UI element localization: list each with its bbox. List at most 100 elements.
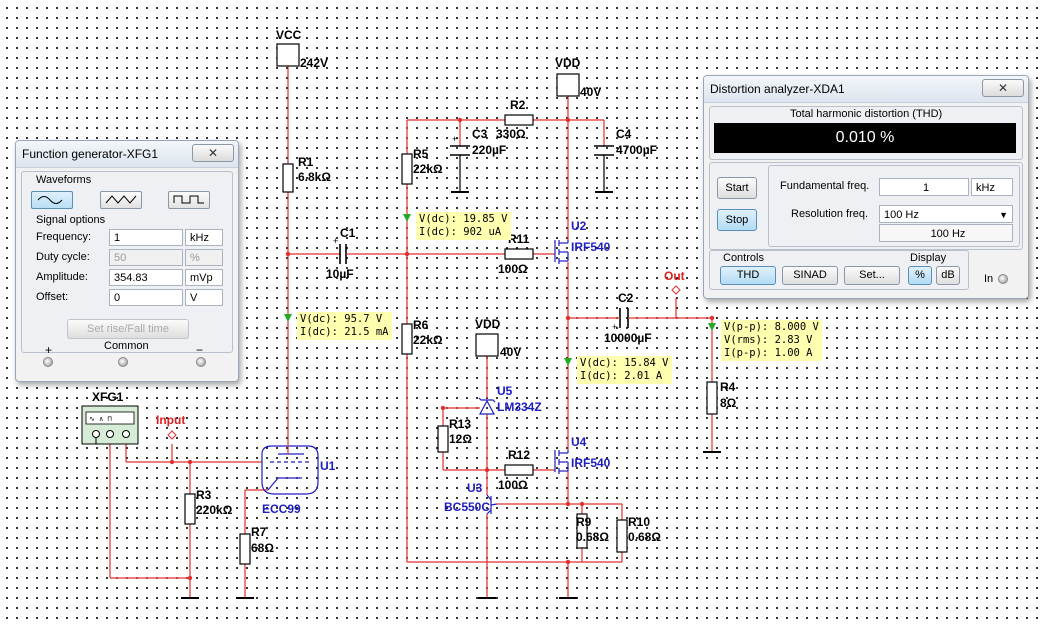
r3-ref: R3: [196, 488, 212, 502]
r1-value: 6.8kΩ: [298, 170, 331, 184]
r5-ref: R5: [413, 147, 429, 161]
function-generator-symbol[interactable]: ∿ ∧ ⊓: [81, 405, 139, 445]
r12-value: 100Ω: [498, 478, 528, 492]
amplitude-field[interactable]: 354.83: [109, 269, 183, 286]
common-terminal-label: Common: [104, 340, 149, 352]
frequency-unit[interactable]: kHz: [185, 229, 223, 246]
fundamental-field[interactable]: 1: [879, 178, 969, 196]
c3-value: 220µF: [472, 143, 507, 157]
u4-part: IRF540: [571, 456, 611, 470]
close-button[interactable]: ✕: [982, 79, 1024, 97]
amplitude-unit[interactable]: mVp: [185, 269, 223, 286]
probe-line: I(dc): 21.5 mA: [300, 326, 389, 338]
vdd-value: 40V: [580, 85, 602, 99]
thd-button[interactable]: THD: [720, 266, 776, 285]
u5-ref: U5: [497, 384, 513, 398]
wires: [109, 66, 713, 598]
probe-line: I(p-p): 1.00 A: [724, 347, 813, 359]
controls-panel: Controls THD SINAD Set... Display % dB: [709, 250, 969, 290]
c1-value: 10µF: [326, 267, 354, 281]
vdd-value: 40V: [500, 345, 522, 359]
frequency-field[interactable]: 1: [109, 229, 183, 246]
duty-cycle-unit[interactable]: %: [185, 249, 223, 266]
window-title-text: Function generator-XFG1: [22, 147, 159, 161]
net-label-out: Out: [664, 269, 685, 283]
probe-line: V(dc): 19.85 V: [419, 213, 508, 225]
stop-button[interactable]: Stop: [717, 209, 757, 231]
window-title[interactable]: Function generator-XFG1 ✕: [16, 141, 238, 168]
c3-ref: C3: [472, 127, 488, 141]
c1-ref: C1: [340, 226, 356, 240]
r9-ref: R9: [576, 515, 592, 529]
probe-line: V(p-p): 8.000 V: [724, 321, 819, 333]
r2-value: 330Ω: [496, 127, 526, 141]
chevron-down-icon: ▼: [999, 210, 1008, 220]
db-button[interactable]: dB: [936, 266, 960, 285]
resistor-bodies[interactable]: [184, 114, 718, 565]
zener-symbol[interactable]: [478, 397, 496, 415]
set-rise-fall-button[interactable]: Set rise/Fall time: [67, 319, 189, 339]
duty-cycle-field[interactable]: 50: [109, 249, 183, 266]
triangle-wave-button[interactable]: [100, 191, 142, 209]
r10-ref: R10: [628, 515, 651, 529]
probe-markers: [284, 214, 716, 366]
sine-wave-button[interactable]: [31, 191, 73, 209]
bjt-symbol[interactable]: [486, 494, 498, 515]
probe-line: V(dc): 15.84 V: [580, 357, 669, 369]
in-terminal[interactable]: [998, 274, 1008, 284]
mosfet-symbols[interactable]: [554, 240, 569, 474]
common-terminal[interactable]: [118, 357, 128, 367]
probe-source[interactable]: V(dc): 15.84 V I(dc): 2.01 A: [577, 356, 672, 384]
resolution-dropdown[interactable]: 100 Hz ▼: [879, 205, 1013, 223]
capacitor-plates[interactable]: [339, 145, 632, 328]
u3-ref: U3: [467, 481, 483, 495]
svg-text:+: +: [612, 322, 617, 332]
fundamental-label: Fundamental freq.: [780, 180, 870, 192]
duty-cycle-label: Duty cycle:: [36, 251, 90, 263]
u4-ref: U4: [571, 435, 587, 449]
offset-unit[interactable]: V: [185, 289, 223, 306]
distortion-analyzer-window[interactable]: Distortion analyzer-XDA1 ✕ Total harmoni…: [703, 75, 1029, 299]
probe-line: V(dc): 95.7 V: [300, 313, 383, 325]
net-label-input: Input: [156, 413, 186, 427]
function-generator-window[interactable]: Function generator-XFG1 ✕ Waveforms Sign…: [15, 140, 239, 382]
square-wave-button[interactable]: [168, 191, 210, 209]
freq-settings: Fundamental freq. 1 kHz Resolution freq.…: [768, 165, 1020, 247]
probe-r5[interactable]: V(dc): 19.85 V I(dc): 902 uA: [416, 212, 511, 240]
minus-terminal-label: −: [196, 343, 204, 357]
svg-text:+: +: [333, 236, 338, 246]
r12-ref: R12: [508, 448, 531, 462]
r13-value: 12Ω: [449, 432, 472, 446]
svg-text:+: +: [452, 134, 457, 144]
r4-ref: R4: [720, 380, 736, 394]
fundamental-unit[interactable]: kHz: [971, 178, 1013, 196]
offset-label: Offset:: [36, 291, 69, 303]
set-button[interactable]: Set...: [844, 266, 900, 285]
power-symbols: [276, 43, 580, 357]
offset-field[interactable]: 0: [109, 289, 183, 306]
r11-ref: R11: [508, 232, 530, 246]
c2-ref: C2: [618, 291, 634, 305]
probe-plate[interactable]: V(dc): 95.7 V I(dc): 21.5 mA: [297, 312, 392, 340]
c4-ref: C4: [616, 127, 632, 141]
sine-wave-icon: [37, 196, 63, 204]
close-button[interactable]: ✕: [192, 144, 234, 162]
window-title[interactable]: Distortion analyzer-XDA1 ✕: [704, 76, 1028, 103]
polarity-marks: + + +: [333, 134, 617, 332]
resolution-label: Resolution freq.: [791, 208, 869, 220]
sinad-button[interactable]: SINAD: [782, 266, 838, 285]
svg-text:∿ ∧ ⊓: ∿ ∧ ⊓: [89, 415, 112, 423]
tube-symbol[interactable]: [261, 444, 319, 495]
percent-button[interactable]: %: [908, 266, 932, 285]
junctions: [169, 117, 715, 581]
probe-output[interactable]: V(p-p): 8.000 V V(rms): 2.83 V I(p-p): 1…: [721, 320, 822, 361]
r7-value: 68Ω: [251, 541, 274, 555]
u5-part: LM334Z: [497, 400, 542, 414]
r2-ref: R2: [510, 98, 526, 112]
plus-terminal[interactable]: [43, 357, 53, 367]
waveforms-label: Waveforms: [36, 174, 92, 186]
minus-terminal[interactable]: [196, 357, 206, 367]
resolution-selected: 100 Hz: [884, 209, 919, 221]
start-button[interactable]: Start: [717, 177, 757, 199]
